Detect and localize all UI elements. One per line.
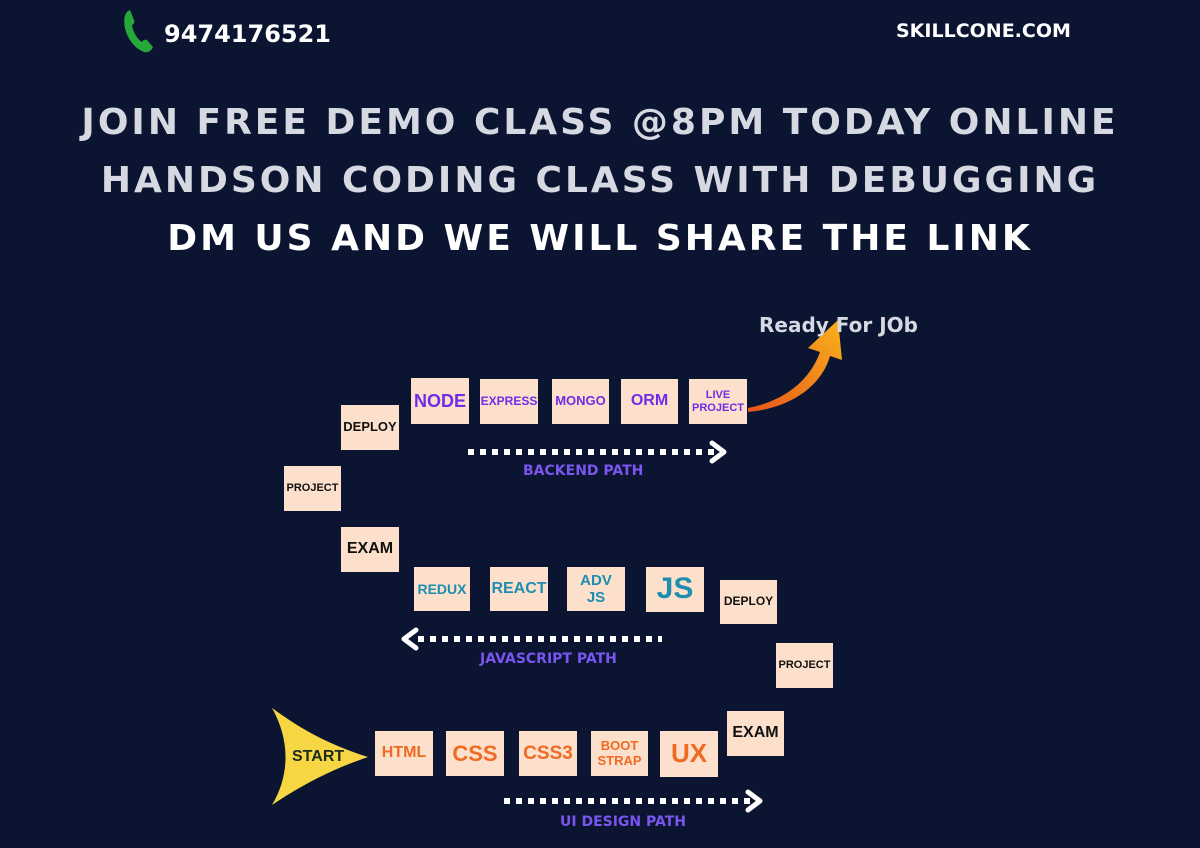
step-react: REACT (490, 567, 548, 611)
step-project-1: PROJECT (776, 643, 833, 688)
step-ux: UX (660, 731, 718, 777)
site-name: SKILLCONE.COM (896, 20, 1071, 42)
start-shape (272, 708, 368, 805)
step-orm: ORM (621, 379, 678, 424)
goal-label: Ready For JOb (759, 313, 918, 337)
javascript-path-arrow (401, 627, 662, 651)
phone-icon (122, 8, 156, 59)
headline-line-1: JOiN FREE DEMO CLASS @8PM TODAY ONLiNE (81, 102, 1119, 143)
headline-line-3: DM US AND WE WiLL SHARE THE LiNK (167, 218, 1033, 259)
step-exam-1: EXAM (727, 711, 784, 756)
step-css: CSS (446, 731, 504, 776)
step-live-project: LIVE PROJECT (689, 379, 747, 424)
backend-path-arrow (468, 440, 727, 464)
step-deploy-1: DEPLOY (720, 580, 777, 624)
step-node: NODE (411, 378, 469, 424)
step-css3: CSS3 (519, 731, 577, 776)
javascript-path-label: JAVASCRIPT PATH (480, 651, 617, 667)
step-project-2: PROJECT (284, 466, 341, 511)
step-express: EXPRESS (480, 379, 538, 424)
step-redux: REDUX (414, 567, 470, 611)
phone-number: 9474176521 (164, 19, 331, 48)
step-mongo: MONGO (552, 379, 609, 424)
phone-contact: 9474176521 (122, 8, 331, 59)
ui-path-arrow (504, 789, 763, 813)
headline-line-2: HANDSON CODiNG CLASS WiTH DEBUGGiNG (100, 160, 1100, 201)
start-label: START (292, 748, 345, 765)
step-deploy-2: DEPLOY (341, 405, 399, 450)
ui-path-label: UI DESIGN PATH (560, 814, 686, 830)
step-adv-js: ADV JS (567, 567, 625, 611)
step-js: JS (646, 567, 704, 612)
step-bootstrap: BOOT STRAP (591, 731, 648, 776)
goal-arrow (748, 320, 842, 412)
step-html: HTML (375, 731, 433, 776)
step-exam-2: EXAM (341, 527, 399, 572)
backend-path-label: BACKEND PATH (523, 463, 644, 479)
